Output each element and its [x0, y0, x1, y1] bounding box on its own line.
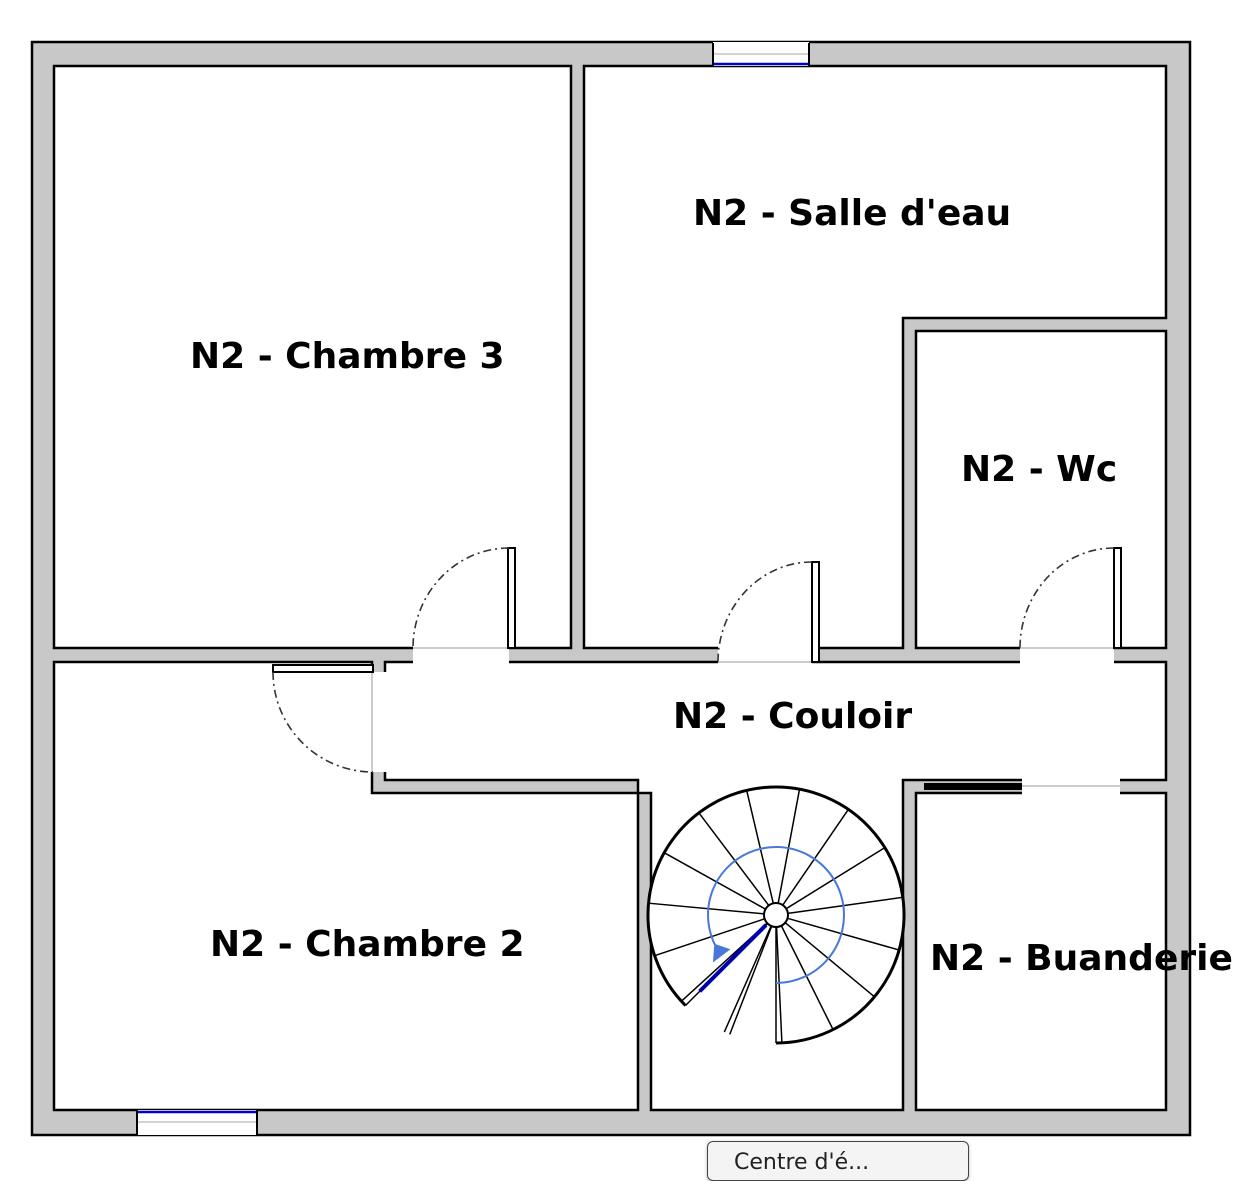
stair-tread: [654, 918, 765, 957]
stair-tread: [784, 922, 875, 998]
stair-tread: [780, 925, 834, 1030]
stair-tread: [787, 896, 903, 915]
windows: [136, 42, 810, 1135]
room-labels: N2 - Chambre 3 N2 - Salle d'eau N2 - Wc …: [190, 193, 1233, 979]
room-label-buanderie: N2 - Buanderie: [930, 938, 1233, 979]
stair-tread: [785, 846, 886, 910]
stair-tread: [729, 925, 773, 1035]
door-openings: [370, 646, 1120, 795]
stair-tread: [787, 917, 900, 951]
stair-cut-line: [698, 923, 768, 993]
stair-tread: [777, 789, 801, 904]
stair-tread: [648, 902, 765, 915]
stair-tread: [745, 790, 774, 904]
stair-tread: [782, 808, 849, 906]
room-label-salle-d-eau: N2 - Salle d'eau: [693, 193, 1011, 234]
stair-tread: [663, 852, 766, 910]
stair-arrow-icon: [712, 943, 731, 963]
stair-tread: [723, 925, 772, 1033]
spiral-staircase: [646, 785, 906, 1045]
room-label-chambre-3: N2 - Chambre 3: [190, 336, 505, 377]
sliding-door-leaf: [924, 783, 1022, 790]
room-label-wc: N2 - Wc: [961, 449, 1117, 490]
stair-newel: [763, 902, 789, 928]
room-label-chambre-2: N2 - Chambre 2: [210, 924, 525, 965]
stair-tread: [698, 812, 770, 906]
door-leaves: [272, 547, 1122, 673]
tooltip: Centre d'é...: [707, 1141, 969, 1181]
room-label-couloir: N2 - Couloir: [673, 696, 912, 737]
door-swings: [272, 547, 1115, 773]
stair-tread: [775, 926, 783, 1043]
stair-direction-line: [707, 846, 845, 984]
walls: [30, 40, 1192, 1137]
